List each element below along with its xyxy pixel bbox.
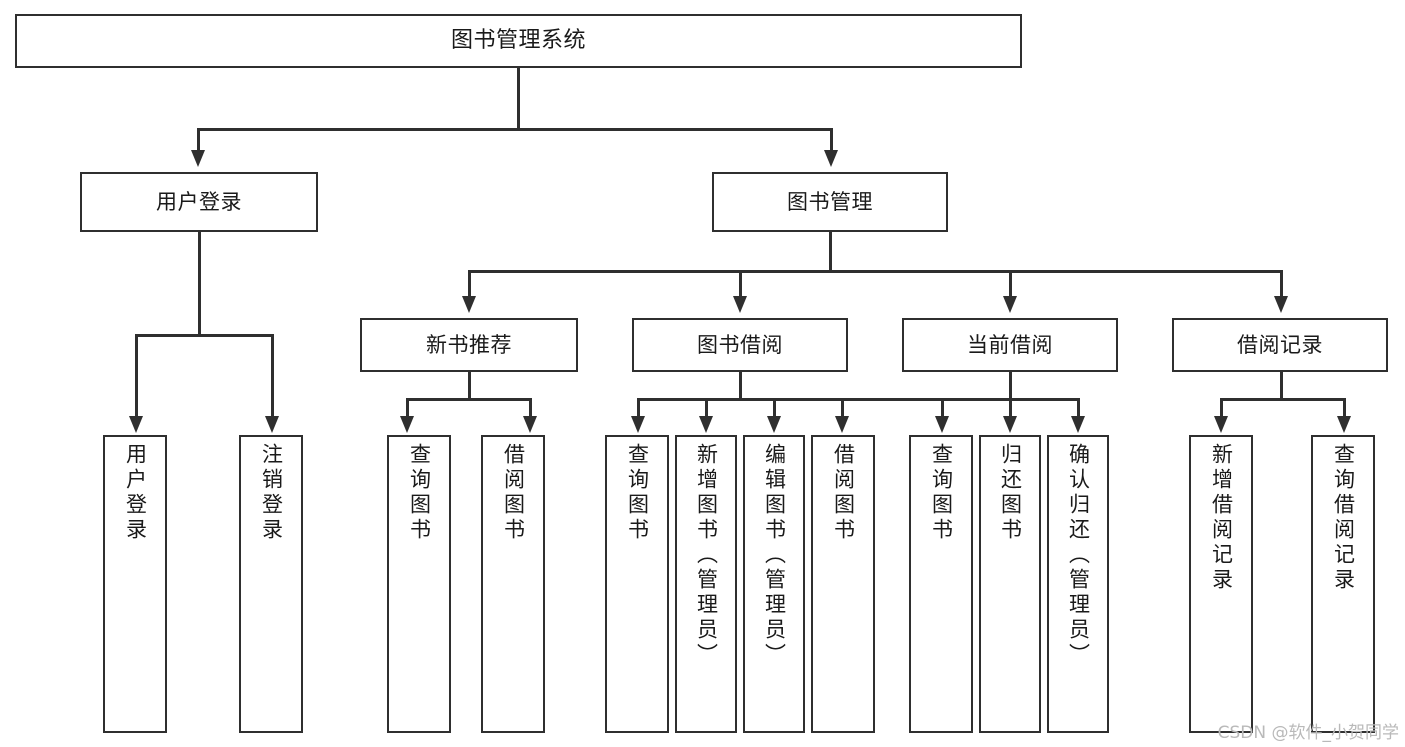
connector-nbr-bus (406, 398, 532, 401)
leaf-br-query-record[interactable]: 查询借阅记录 (1311, 435, 1375, 733)
connector-nbr-stem (468, 372, 471, 400)
leaf-bb-edit-book[interactable]: 编辑图书（管理员） (743, 435, 805, 733)
connector-br-stem (1280, 372, 1283, 400)
node-label: 用户登录 (156, 189, 242, 214)
connector-nbr-drop-2 (529, 398, 532, 416)
leaf-nbr-borrow-book[interactable]: 借阅图书 (481, 435, 545, 733)
node-label: 新增借阅记录 (1209, 443, 1234, 593)
arrow-to-bb-edit-book (767, 416, 781, 433)
node-label: 新增图书（管理员） (694, 443, 719, 668)
arrow-to-bb-query-book (631, 416, 645, 433)
arrow-to-br-add-record (1214, 416, 1228, 433)
node-label: 查询图书 (929, 443, 954, 543)
connector-cb-stem (1009, 372, 1012, 400)
connector-br-bus (1220, 398, 1346, 401)
leaf-cb-query-book[interactable]: 查询图书 (909, 435, 973, 733)
node-label: 注销登录 (259, 443, 284, 543)
connector-br-drop-1 (1220, 398, 1223, 416)
leaf-cb-confirm-return[interactable]: 确认归还（管理员） (1047, 435, 1109, 733)
arrow-to-nbr-borrow-book (523, 416, 537, 433)
connector-bb-drop-2 (705, 398, 708, 416)
leaf-logout[interactable]: 注销登录 (239, 435, 303, 733)
node-label: 用户登录 (123, 443, 148, 543)
arrow-to-book-management (824, 150, 838, 167)
arrow-to-cb-query-book (935, 416, 949, 433)
connector-bb-bus (637, 398, 943, 401)
arrow-to-bb-add-book (699, 416, 713, 433)
connector-book-management-stem (829, 232, 832, 272)
node-label: 归还图书 (998, 443, 1023, 543)
arrow-to-user-login (191, 150, 205, 167)
connector-user-login-drop-2 (271, 334, 274, 416)
node-label: 图书借阅 (697, 332, 783, 357)
connector-drop-current-borrow (1009, 270, 1012, 296)
node-root-book-management-system[interactable]: 图书管理系统 (15, 14, 1022, 68)
connector-root-to-book-management (830, 128, 833, 150)
node-label: 借阅图书 (831, 443, 856, 543)
leaf-cb-return-book[interactable]: 归还图书 (979, 435, 1041, 733)
arrow-to-current-borrow (1003, 296, 1017, 313)
arrow-to-new-book-recommend (462, 296, 476, 313)
leaf-nbr-query-book[interactable]: 查询图书 (387, 435, 451, 733)
leaf-bb-borrow-book[interactable]: 借阅图书 (811, 435, 875, 733)
arrow-to-leaf-user-login (129, 416, 143, 433)
node-label: 确认归还（管理员） (1066, 443, 1091, 668)
connector-cb-drop-3 (1077, 398, 1080, 416)
node-book-management[interactable]: 图书管理 (712, 172, 948, 232)
node-label: 借阅图书 (501, 443, 526, 543)
node-current-borrow[interactable]: 当前借阅 (902, 318, 1118, 372)
node-label: 新书推荐 (426, 332, 512, 357)
connector-drop-book-borrow (739, 270, 742, 296)
node-label: 图书管理 (787, 189, 873, 214)
connector-user-login-drop-1 (135, 334, 138, 416)
node-label: 查询借阅记录 (1331, 443, 1356, 593)
connector-bb-stem (739, 372, 742, 400)
csdn-watermark: CSDN @软件_小贺同学 (1217, 723, 1399, 743)
connector-nbr-drop-1 (406, 398, 409, 416)
connector-root-bus (197, 128, 833, 131)
connector-root-to-user-login (197, 128, 200, 150)
leaf-bb-add-book[interactable]: 新增图书（管理员） (675, 435, 737, 733)
connector-bb-drop-3 (773, 398, 776, 416)
node-label: 查询图书 (407, 443, 432, 543)
connector-root-stem (517, 68, 520, 130)
connector-br-drop-2 (1343, 398, 1346, 416)
node-label: 图书管理系统 (450, 28, 586, 54)
arrow-to-bb-borrow-book (835, 416, 849, 433)
connector-bb-drop-1 (637, 398, 640, 416)
arrow-to-borrow-record (1274, 296, 1288, 313)
node-book-borrow[interactable]: 图书借阅 (632, 318, 848, 372)
node-user-login[interactable]: 用户登录 (80, 172, 318, 232)
connector-cb-drop-1 (941, 398, 944, 416)
node-borrow-record[interactable]: 借阅记录 (1172, 318, 1388, 372)
leaf-bb-query-book[interactable]: 查询图书 (605, 435, 669, 733)
arrow-to-cb-confirm-return (1071, 416, 1085, 433)
connector-cb-drop-2 (1009, 398, 1012, 416)
node-label: 编辑图书（管理员） (762, 443, 787, 668)
node-new-book-recommend[interactable]: 新书推荐 (360, 318, 578, 372)
leaf-br-add-record[interactable]: 新增借阅记录 (1189, 435, 1253, 733)
arrow-to-cb-return-book (1003, 416, 1017, 433)
arrow-to-nbr-query-book (400, 416, 414, 433)
connector-drop-borrow-record (1280, 270, 1283, 296)
connector-drop-new-book-recommend (468, 270, 471, 296)
node-label: 查询图书 (625, 443, 650, 543)
leaf-user-login[interactable]: 用户登录 (103, 435, 167, 733)
arrow-to-leaf-logout (265, 416, 279, 433)
arrow-to-book-borrow (733, 296, 747, 313)
node-label: 当前借阅 (967, 332, 1053, 357)
connector-user-login-stem (198, 232, 201, 336)
node-label: 借阅记录 (1237, 332, 1323, 357)
connector-level2-bus (468, 270, 1280, 273)
arrow-to-br-query-record (1337, 416, 1351, 433)
connector-user-login-bus (135, 334, 273, 337)
connector-bb-drop-4 (841, 398, 844, 416)
